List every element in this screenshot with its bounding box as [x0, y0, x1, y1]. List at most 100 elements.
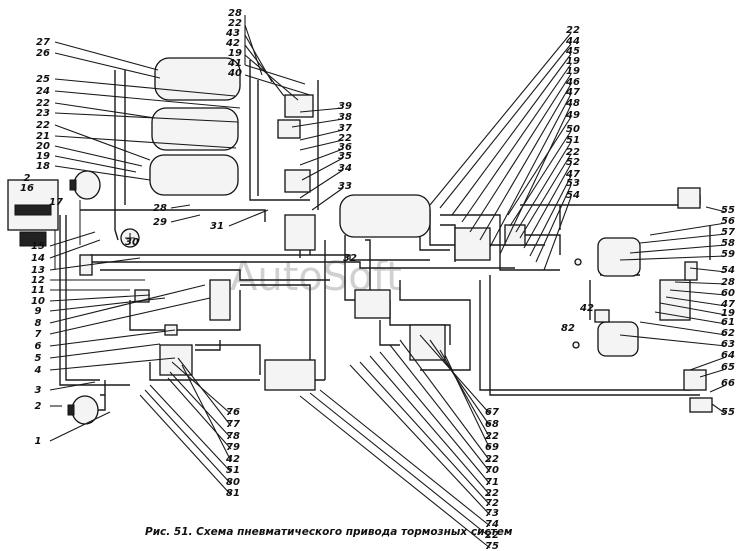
callout-number: 54 [721, 265, 735, 276]
leader-line [244, 74, 311, 96]
callout-number: 23 [36, 108, 50, 119]
leader-line [49, 239, 101, 259]
callout-number: 22 [566, 25, 580, 36]
callout-number: 4 [34, 365, 42, 376]
leader-line [149, 384, 232, 473]
callout-number: 78 [226, 431, 240, 442]
callout-number: 19 [721, 308, 735, 319]
callout-number: 22 [228, 18, 242, 29]
leader-line [54, 102, 156, 119]
leader-line [665, 296, 727, 307]
leader-lines [49, 15, 727, 549]
callout-number: 74 [485, 519, 499, 530]
valve-block-b [277, 119, 301, 139]
callout-number: 20 [36, 141, 50, 152]
callout-number: 51 [566, 135, 580, 146]
compressor-unit [7, 179, 59, 247]
callout-number: 14 [31, 253, 45, 264]
leader-line [619, 334, 727, 347]
callout-number: 2 [35, 401, 42, 412]
callout-number: 68 [485, 419, 499, 430]
leader-line [509, 130, 572, 227]
leader-line [515, 141, 572, 233]
leader-line [619, 255, 727, 261]
callout-number: 60 [721, 288, 735, 299]
leader-line [369, 355, 491, 496]
air-reservoir-4 [339, 194, 431, 238]
coupling-head-lower [689, 397, 713, 413]
leader-line [469, 73, 572, 233]
single-line-valve [504, 224, 526, 246]
callout-number: 7 [35, 329, 42, 340]
leader-line [451, 53, 572, 216]
leader-line [54, 155, 137, 173]
callout-number: 52 [566, 157, 580, 168]
callout-number: 53 [566, 178, 580, 189]
callout-number: 44 [565, 36, 580, 47]
callout-number: 71 [485, 477, 499, 488]
leader-line [519, 153, 572, 239]
leader-line [711, 403, 727, 415]
callout-number: 31 [210, 221, 224, 232]
leader-line [639, 233, 727, 244]
callout-number: 66 [721, 378, 735, 389]
callout-number: 42 [579, 303, 594, 314]
leader-line [49, 257, 141, 271]
leader-line [629, 244, 727, 254]
rear-sensor [684, 261, 698, 281]
leader-line [429, 32, 572, 206]
leader-line [54, 52, 161, 79]
leader-line [49, 411, 111, 442]
callout-number: 46 [565, 77, 580, 88]
callout-number: 51 [226, 465, 240, 476]
callout-number: 19 [36, 151, 50, 162]
callout-number: 41 [227, 58, 242, 69]
callout-number: 10 [31, 296, 45, 307]
leader-line [54, 135, 237, 149]
leader-line [299, 169, 344, 199]
control-valve [264, 359, 316, 391]
leader-line [49, 297, 211, 335]
brake-valve [284, 214, 316, 251]
leader-line [49, 297, 166, 312]
leader-line [543, 196, 572, 271]
callout-number: 2 [24, 173, 31, 184]
leader-line [689, 267, 727, 273]
callout-number: 11 [31, 285, 45, 296]
rear-pressure-switch [594, 309, 610, 323]
callout-number: 54 [566, 190, 580, 201]
leader-line [54, 90, 241, 109]
callout-number: 79 [226, 442, 240, 453]
callout-number: 73 [485, 508, 499, 519]
leader-line [54, 112, 239, 123]
callout-number: 47 [720, 299, 735, 310]
leader-line [144, 389, 232, 485]
callout-number: 49 [565, 110, 580, 121]
callout-number: 8 [35, 318, 42, 329]
air-reservoir-3 [149, 154, 239, 196]
leader-line [54, 165, 151, 181]
leader-line [379, 351, 491, 485]
leader-line [170, 204, 191, 209]
callout-number: 35 [338, 151, 352, 162]
callout-number: 42 [225, 38, 240, 49]
leader-line [170, 214, 201, 223]
leader-line [654, 311, 727, 325]
callout-number: 12 [31, 275, 45, 286]
callout-number: 45 [565, 46, 580, 57]
callout-number: 70 [485, 465, 499, 476]
callout-number: 1 [35, 436, 42, 447]
callout-number: 27 [36, 37, 50, 48]
leader-line [54, 41, 159, 71]
leader-line [709, 384, 727, 393]
leader-line [309, 392, 491, 538]
valves [79, 94, 713, 413]
leader-line [54, 78, 236, 97]
protection-valve [454, 227, 491, 261]
leader-line [659, 302, 727, 316]
callout-numbers: 2822434219414027262524222322212019182161… [20, 8, 735, 551]
figure-caption: Рис. 51. Схема пневматического привода т… [145, 526, 513, 538]
callout-number: 19 [228, 48, 242, 59]
leader-line [535, 184, 572, 263]
